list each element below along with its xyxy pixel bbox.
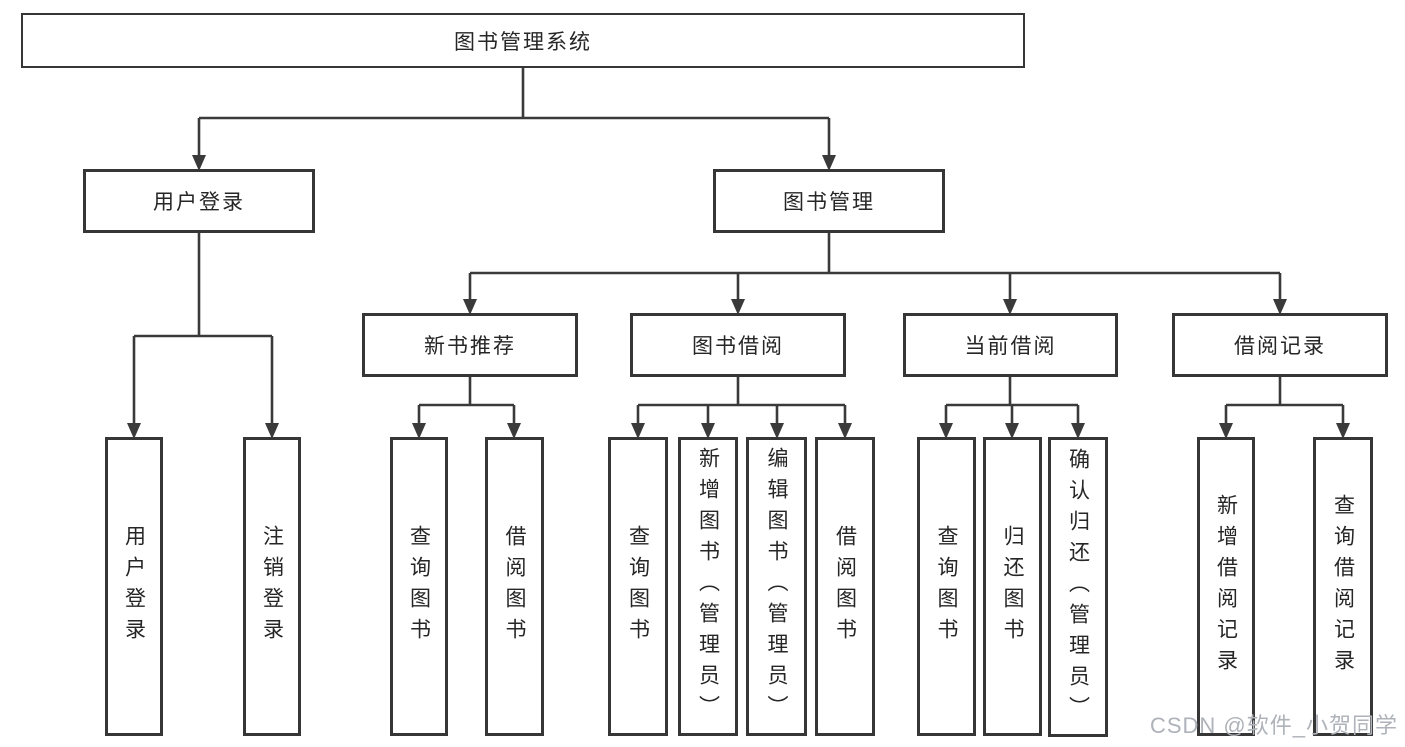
node-borrow-records: 借阅记录 (1172, 313, 1388, 377)
leaf-borrow-books-recommend: 借阅图书 (485, 437, 544, 736)
leaf-user-login: 用户登录 (105, 437, 163, 736)
leaf-query-books-current: 查询图书 (917, 437, 976, 736)
node-book-management: 图书管理 (713, 169, 945, 233)
leaf-query-borrow-record: 查询借阅记录 (1313, 437, 1373, 736)
csdn-watermark: CSDN @软件_小贺同学 (1149, 713, 1398, 738)
leaf-query-books-recommend: 查询图书 (390, 437, 448, 736)
leaf-return-books: 归还图书 (983, 437, 1042, 736)
node-user-login: 用户登录 (83, 169, 315, 233)
leaf-edit-book-admin: 编辑图书（管理员） (746, 437, 807, 736)
leaf-borrow-books: 借阅图书 (815, 437, 875, 736)
node-book-borrow: 图书借阅 (630, 313, 846, 377)
node-new-book-recommend: 新书推荐 (362, 313, 578, 377)
leaf-confirm-return-admin: 确认归还（管理员） (1048, 437, 1108, 737)
leaf-query-books-borrow: 查询图书 (608, 437, 668, 736)
leaf-add-borrow-record: 新增借阅记录 (1197, 437, 1255, 736)
node-library-system: 图书管理系统 (21, 13, 1025, 68)
leaf-add-book-admin: 新增图书（管理员） (678, 437, 738, 736)
leaf-logout: 注销登录 (243, 437, 301, 736)
node-current-borrow: 当前借阅 (903, 313, 1118, 377)
